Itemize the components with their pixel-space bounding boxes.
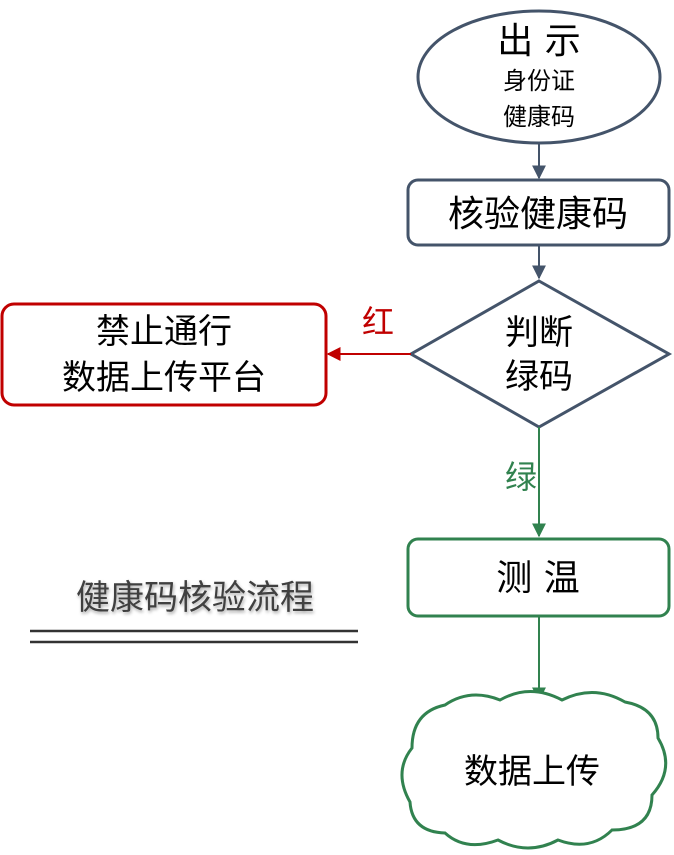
verify-node-label: 核验健康码 <box>448 194 628 235</box>
caption-title: 健康码核验流程 <box>76 578 314 618</box>
verify-node: 核验健康码 <box>406 178 671 247</box>
cloud-shape <box>400 690 668 850</box>
upload-node: 数据上传 <box>400 690 668 850</box>
decision-node-line2: 绿码 <box>505 357 573 397</box>
edge-red-label: 红 <box>362 303 394 341</box>
deny-node-line2: 数据上传平台 <box>62 358 266 398</box>
upload-node-label: 数据上传 <box>464 752 600 792</box>
start-node: 出 示 身份证 健康码 <box>416 9 662 145</box>
temperature-node: 测 温 <box>406 537 671 618</box>
caption: 健康码核验流程 <box>30 578 358 644</box>
deny-node: 禁止通行 数据上传平台 <box>0 302 328 407</box>
start-node-title: 出 示 <box>497 21 580 62</box>
decision-node: 判断 绿码 <box>407 279 673 429</box>
start-node-line-id-card: 身份证 <box>503 67 575 95</box>
edge-green-label: 绿 <box>505 458 537 496</box>
temperature-node-label: 测 温 <box>496 558 579 599</box>
decision-node-line1: 判断 <box>505 313 573 353</box>
start-node-line-health-code: 健康码 <box>503 103 575 131</box>
deny-node-line1: 禁止通行 <box>96 312 232 352</box>
